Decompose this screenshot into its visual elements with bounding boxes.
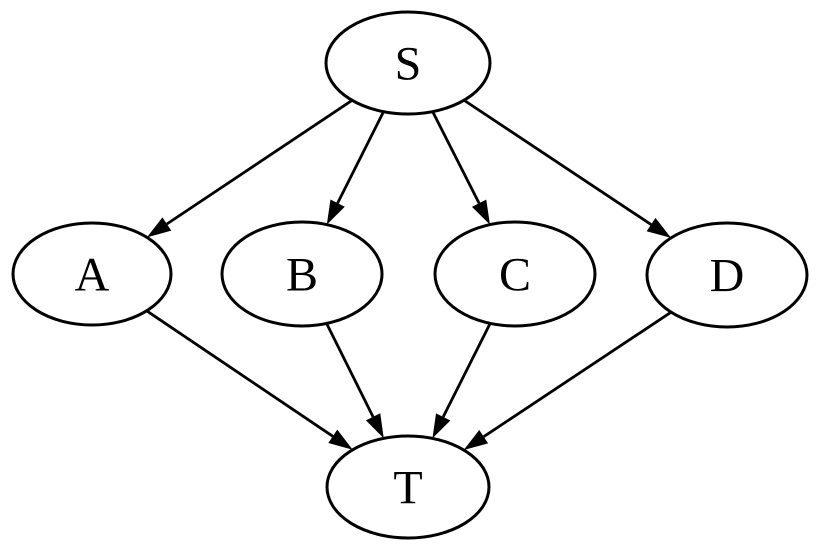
edge-S-C xyxy=(431,111,490,225)
node-ellipse xyxy=(645,221,809,329)
node-label: T xyxy=(393,462,422,515)
node-D: D xyxy=(645,221,809,329)
node-C: C xyxy=(433,220,597,328)
node-ellipse xyxy=(324,10,492,116)
edge-arrowhead xyxy=(328,429,353,450)
edge-A-T xyxy=(145,309,353,450)
node-ellipse xyxy=(220,220,384,328)
edge-line xyxy=(482,311,672,438)
edge-B-T xyxy=(325,322,384,439)
edge-line xyxy=(431,111,481,204)
node-B: B xyxy=(220,220,384,328)
node-A: A xyxy=(11,221,173,327)
edge-line xyxy=(145,309,334,438)
edge-arrowhead xyxy=(365,413,384,439)
node-label: A xyxy=(75,249,110,302)
node-label: D xyxy=(710,250,745,303)
edge-S-D xyxy=(463,99,672,238)
edge-line xyxy=(463,99,652,226)
node-S: S xyxy=(324,10,492,116)
edge-arrowhead xyxy=(646,217,672,238)
node-T: T xyxy=(325,434,491,540)
node-ellipse xyxy=(433,220,597,328)
edge-arrowhead xyxy=(326,199,345,225)
node-label: S xyxy=(395,38,422,91)
edge-C-T xyxy=(432,322,492,439)
edge-arrowhead xyxy=(146,217,172,238)
edge-line xyxy=(325,322,375,418)
edge-S-A xyxy=(146,99,353,238)
edge-D-T xyxy=(463,311,672,450)
node-label: C xyxy=(499,249,531,302)
edge-line xyxy=(441,322,492,418)
edge-line xyxy=(166,99,353,226)
edge-arrowhead xyxy=(471,199,490,225)
edge-line xyxy=(336,111,385,204)
node-ellipse xyxy=(325,434,491,540)
edge-arrowhead xyxy=(432,413,451,439)
node-ellipse xyxy=(11,221,173,327)
node-label: B xyxy=(286,249,318,302)
edge-S-B xyxy=(326,111,385,225)
edge-arrowhead xyxy=(463,430,489,450)
